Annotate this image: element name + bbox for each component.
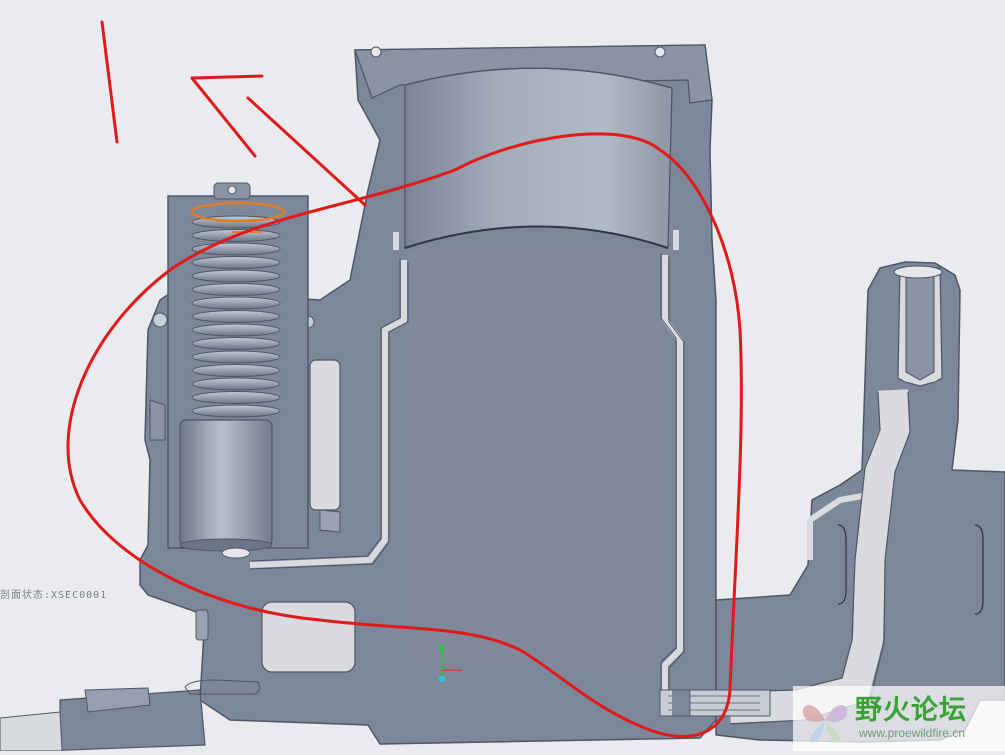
slot-outlines <box>249 253 685 690</box>
annotation-stroke-2 <box>246 96 367 207</box>
thread-ring <box>191 323 281 337</box>
watermark-title: 野火论坛 <box>855 695 967 726</box>
thread-ring <box>191 310 281 323</box>
bottom-port <box>659 689 771 717</box>
annotation-loop <box>66 132 743 738</box>
highlight-edge[interactable] <box>190 201 286 223</box>
main-bore <box>404 67 673 675</box>
triad-z-tip <box>439 676 445 682</box>
thread-ring <box>191 337 281 350</box>
thread-ring <box>191 256 281 269</box>
triad-y-tip <box>439 645 445 651</box>
thread-ring <box>191 404 281 418</box>
coordinate-triad <box>439 645 462 682</box>
thread-ring <box>191 296 281 310</box>
thread-ring <box>191 391 281 404</box>
thread-ring <box>191 377 281 391</box>
thread-ring <box>191 350 281 364</box>
pocket-windows <box>149 312 356 695</box>
thread-ring <box>191 269 281 283</box>
thread-rings <box>191 215 281 418</box>
butterfly-logo-icon <box>802 704 848 743</box>
annotation-stroke-1 <box>100 20 119 144</box>
thread-ring <box>191 283 281 296</box>
red-annotation <box>66 20 743 738</box>
watermark-url: www.proewildfire.cn <box>859 726 966 740</box>
forum-watermark: 野火论坛 www.proewildfire.cn <box>793 686 1005 751</box>
section-state-label: 剖面状态:XSEC0001 <box>0 590 108 601</box>
thread-ring <box>191 364 281 377</box>
annotation-arrow <box>190 74 264 158</box>
